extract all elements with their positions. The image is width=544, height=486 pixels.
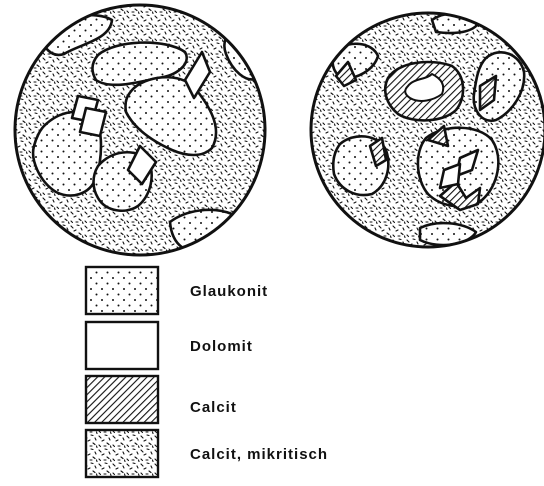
legend-item-calcit: Calcit xyxy=(86,376,237,423)
dolomit-swatch xyxy=(86,322,158,369)
glauconite-grain xyxy=(170,210,233,252)
thin-section-left xyxy=(15,5,265,255)
dolomite-rhomb xyxy=(80,108,106,136)
glauconite-grain xyxy=(420,223,476,245)
legend-label-dolomit: Dolomit xyxy=(190,338,253,355)
calcit-mikritisch-swatch xyxy=(86,430,158,477)
legend-label-calcit-mikritisch: Calcit, mikritisch xyxy=(190,446,328,463)
legend-item-dolomit: Dolomit xyxy=(86,322,253,369)
glaukonit-swatch xyxy=(86,267,158,314)
legend-item-calcit-mikritisch: Calcit, mikritisch xyxy=(86,430,328,477)
thin-section-right xyxy=(311,13,544,247)
legend-item-glaukonit: Glaukonit xyxy=(86,267,268,314)
legend-label-glaukonit: Glaukonit xyxy=(190,283,268,300)
legend-label-calcit: Calcit xyxy=(190,399,237,416)
legend: Glaukonit Dolomit Calcit Calcit, mikriti… xyxy=(86,267,328,477)
calcit-swatch xyxy=(86,376,158,423)
